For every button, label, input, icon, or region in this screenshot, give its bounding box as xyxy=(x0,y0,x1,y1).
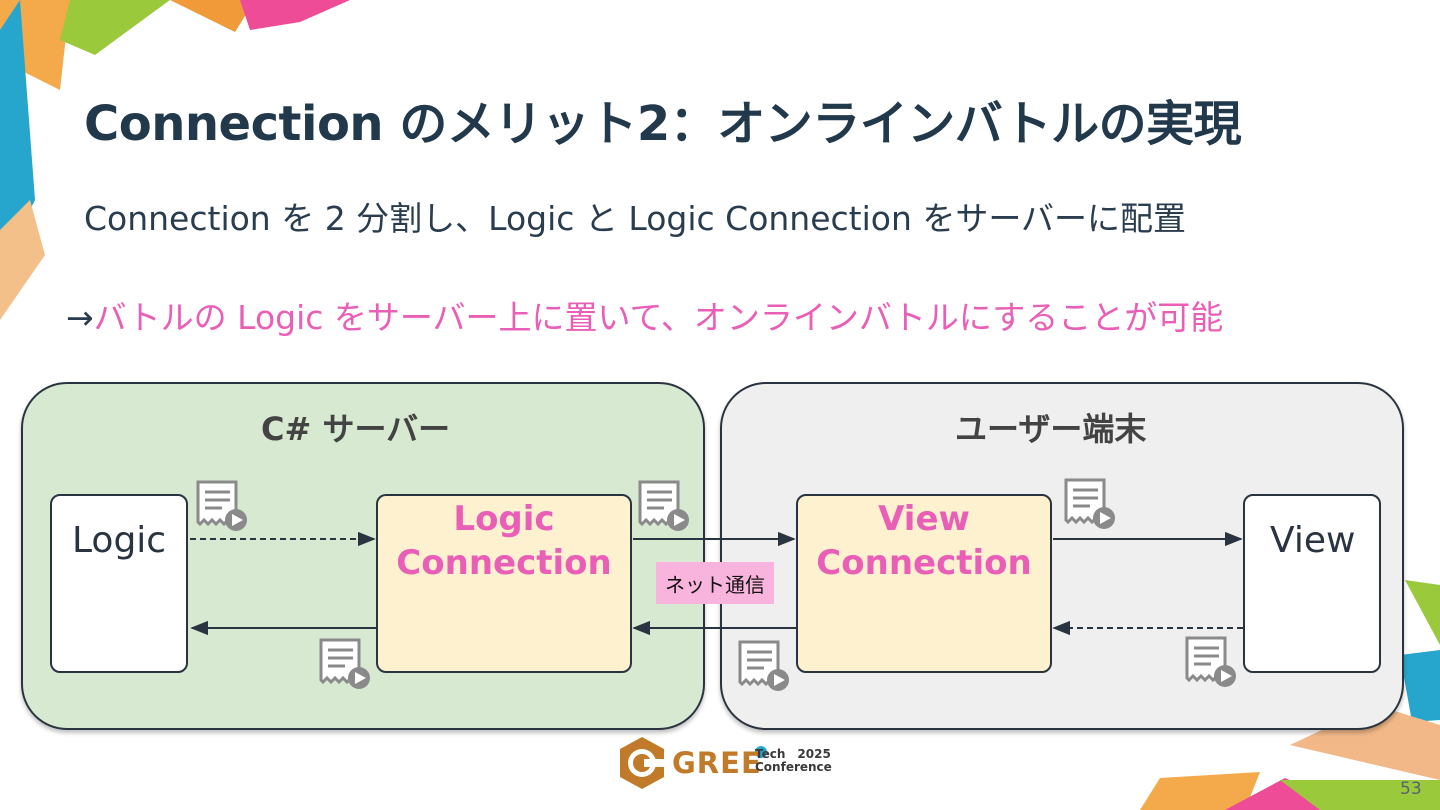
log-play-icon xyxy=(319,638,370,689)
page-number: 53 xyxy=(1400,779,1422,799)
server-panel-title: C# サーバー xyxy=(261,410,451,448)
logic-connection-line2: Connection xyxy=(396,543,612,583)
logic-connection-box xyxy=(376,494,632,673)
view-box-label: View xyxy=(1270,520,1356,561)
gree-tech-conference-logo xyxy=(620,737,767,789)
logo-year: 2025 xyxy=(797,747,831,761)
log-play-icon xyxy=(196,480,247,531)
logic-connection-label: Logic Connection xyxy=(376,497,632,585)
log-play-icon xyxy=(738,640,789,691)
logo-wordmark: GREE xyxy=(672,746,762,780)
slide-note: →バトルの Logic をサーバー上に置いて、オンラインバトルにすることが可能 xyxy=(66,291,1223,339)
note-arrow: → xyxy=(66,298,94,337)
client-panel-title: ユーザー端末 xyxy=(955,410,1147,448)
slide-subtitle: Connection を 2 分割し、Logic と Logic Connect… xyxy=(84,199,1187,238)
log-play-icon xyxy=(1185,636,1236,687)
view-connection-line2: Connection xyxy=(816,543,1032,583)
network-badge: ネット通信 xyxy=(656,562,774,604)
view-connection-label: View Connection xyxy=(796,497,1052,585)
view-connection-line1: View xyxy=(878,499,970,539)
note-highlight: バトルの Logic をサーバー上に置いて、オンラインバトルにすることが可能 xyxy=(93,298,1224,337)
slide-title: Connection のメリット2：オンラインバトルの実現 xyxy=(84,96,1242,152)
logo-tech: Tech xyxy=(755,747,786,761)
logic-connection-line1: Logic xyxy=(453,499,555,539)
logo-conference: Conference xyxy=(755,760,832,774)
view-box xyxy=(1243,494,1381,673)
logic-box xyxy=(50,494,188,673)
log-play-icon xyxy=(1064,478,1115,529)
view-connection-box xyxy=(796,494,1052,673)
logic-box-label: Logic xyxy=(72,520,167,561)
log-play-icon xyxy=(638,480,689,531)
logo-conference-text: Tech 2025 Conference xyxy=(755,748,832,774)
